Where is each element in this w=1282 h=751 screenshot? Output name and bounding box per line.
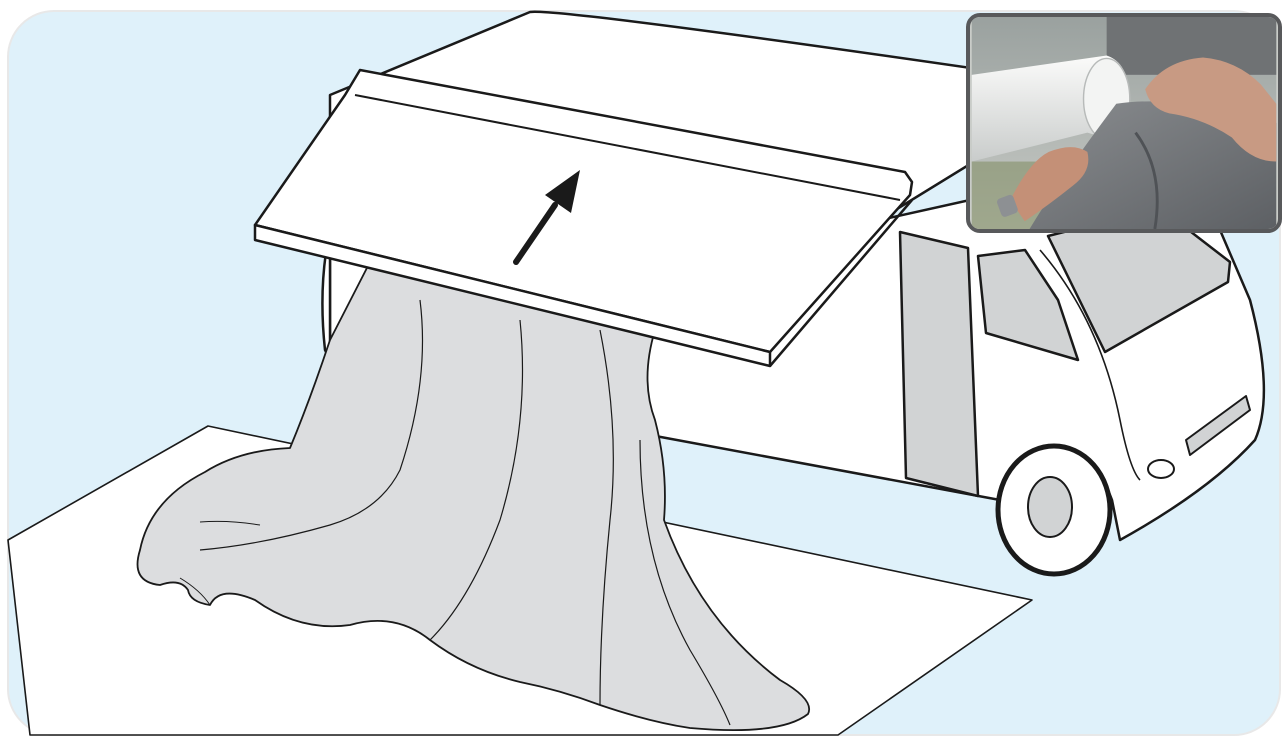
door-window [900, 232, 978, 496]
inset-photo-frame [966, 13, 1282, 233]
inset-photo [970, 17, 1278, 229]
wheel-hubcap [1028, 477, 1072, 537]
fog-light [1148, 460, 1174, 478]
